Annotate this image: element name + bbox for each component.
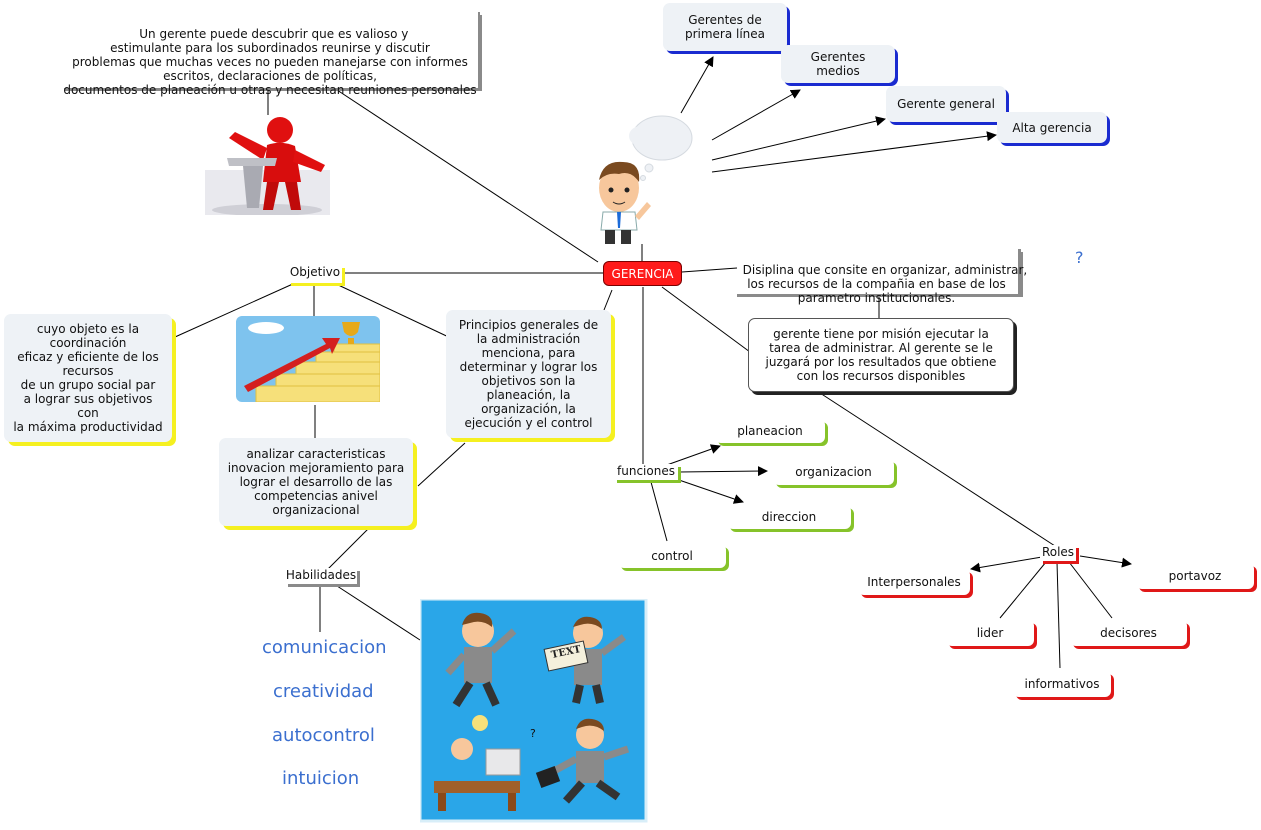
edge-alta [711,131,997,173]
edge-primera [680,56,714,114]
analizar-box: analizar caracteristicas inovacion mejor… [219,438,413,526]
edge-hab-image [333,583,421,641]
principios-box: Principios generales de la administració… [446,310,611,438]
skill-autocontrol: autocontrol [272,725,375,746]
quote-text: Un gerente puede descubrir que es valios… [63,27,477,97]
edge-obj-coord [174,282,296,338]
rol-informativos: informativos [1013,671,1111,697]
thinking-manager-image [599,115,693,244]
edge-decisores [1068,561,1113,619]
edge-organizacion [678,466,768,477]
edge-center-quote [333,87,599,263]
objetivo-node: Objetivo [288,265,342,283]
edge-lider [999,561,1047,619]
funcion-planeacion: planeacion [715,419,825,443]
edge-informativos [1056,561,1061,669]
gerencia-center-node: GERENCIA [603,261,682,286]
edge-planeacion [663,444,721,467]
funcion-direccion: direccion [727,505,851,529]
level-alta-gerencia: Alta gerencia [997,112,1107,143]
edge-direccion [678,479,744,504]
edge-general [711,116,886,161]
rol-portavoz: portavoz [1136,563,1254,589]
edge-interpersonales [970,556,1043,573]
edge-center-mission [661,286,751,353]
question-mark-image: ? [530,727,536,740]
funcion-control: control [618,544,726,568]
question-mark-right: ? [1075,248,1084,267]
definition-box: Disiplina que consite en organizar, admi… [735,249,1027,305]
funcion-organizacion: organizacion [773,459,894,485]
roles-node: Roles [1040,545,1076,561]
quote-box: Un gerente puede descubrir que es valios… [62,12,480,97]
edge-control [650,481,668,542]
edge-obj-principios [333,282,456,341]
mission-box: gerente tiene por misión ejecutar la tar… [748,318,1014,392]
level-gerente-general: Gerente general [886,86,1006,122]
edge-analizar-habilidades [327,524,373,570]
habilidades-node: Habilidades [285,568,357,584]
rol-interpersonales: Interpersonales [858,569,970,595]
businessmen-illustration-image [420,599,648,823]
edge-medios [711,89,801,141]
rol-lider: lider [946,620,1034,646]
edge-principios-analizar [417,442,466,487]
skill-comunicacion: comunicacion [262,637,387,658]
edge-definition [681,267,738,273]
level-primera-linea: Gerentes de primera línea [663,3,787,51]
edge-center-principios [603,289,613,311]
success-stairs-image [236,316,380,402]
speaker-figure-image [205,117,330,215]
skill-creatividad: creatividad [273,681,374,702]
edge-portavoz [1079,555,1132,568]
funciones-node: funciones [614,464,678,480]
level-gerentes-medios: Gerentes medios [781,45,895,83]
coordinacion-box: cuyo objeto es la coordinación eficaz y … [4,314,172,442]
skill-intuicion: intuicion [282,768,360,789]
edge-mission-roles [819,392,1056,547]
rol-decisores: decisores [1070,620,1187,646]
